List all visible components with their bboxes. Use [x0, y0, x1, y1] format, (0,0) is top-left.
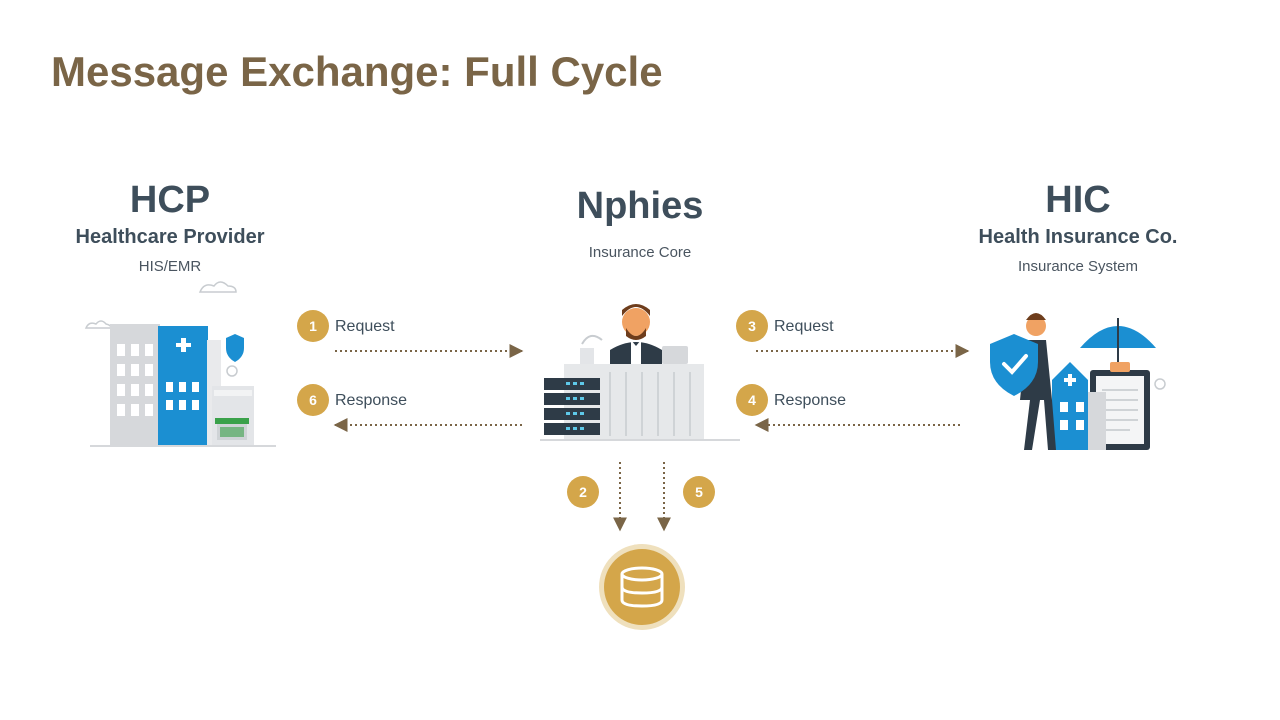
hic-abbr: HIC: [1045, 179, 1111, 221]
hic-system: Insurance System: [1017, 258, 1139, 275]
insurance-agent-shield-umbrella-icon: [990, 313, 1166, 450]
step-6-label: Response: [335, 392, 408, 409]
nphies-abbr: Nphies: [576, 185, 704, 227]
step-6-badge: 6: [297, 384, 329, 416]
nphies-system: Insurance Core: [588, 244, 692, 261]
hospital-pharmacy-icon: [84, 281, 276, 447]
step-3-badge: 3: [736, 310, 768, 342]
step-1-badge: 1: [297, 310, 329, 342]
step-4-label: Response: [774, 392, 847, 409]
hcp-abbr: HCP: [129, 179, 211, 221]
page-title: Message Exchange: Full Cycle: [51, 48, 663, 95]
database-icon: [599, 544, 685, 630]
nphies-heading: Nphies Insurance Core: [510, 186, 770, 261]
step-1-label: Request: [335, 318, 395, 335]
step-5-badge: 5: [683, 476, 715, 508]
hic-heading: HIC Health Insurance Co. Insurance Syste…: [948, 180, 1208, 275]
hcp-full-name: Healthcare Provider: [75, 226, 265, 248]
hcp-system: HIS/EMR: [138, 258, 202, 275]
step-4-badge: 4: [736, 384, 768, 416]
hic-full-name: Health Insurance Co.: [978, 226, 1178, 248]
step-3-label: Request: [774, 318, 834, 335]
step-2-badge: 2: [567, 476, 599, 508]
operator-server-icon: [540, 304, 740, 441]
hcp-heading: HCP Healthcare Provider HIS/EMR: [40, 180, 300, 275]
